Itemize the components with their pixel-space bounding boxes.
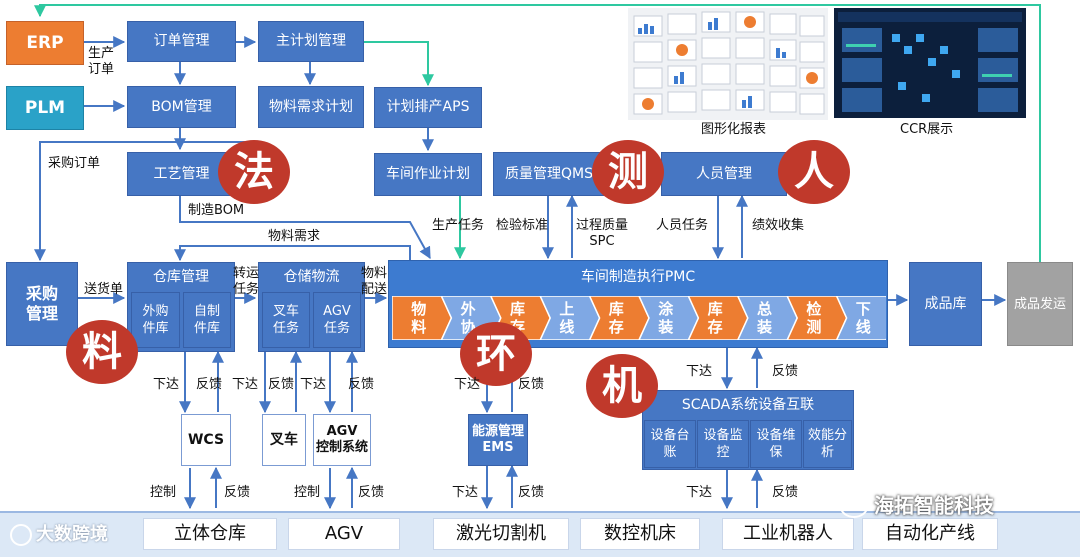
self-made-parts-store-box[interactable]: 自制 件库 xyxy=(183,292,231,348)
feedback-label-wcs-device: 反馈 xyxy=(224,485,251,500)
feedback-label-agv-device: 反馈 xyxy=(358,485,385,500)
pmc-stage-label: 库 存 xyxy=(707,300,723,336)
ccr-display-caption: CCR展示 xyxy=(900,122,954,137)
pmc-stage-label: 上 线 xyxy=(559,300,575,336)
ems-box[interactable]: 能源管理 EMS xyxy=(468,414,528,466)
device-stereo-warehouse[interactable]: 立体仓库 xyxy=(143,518,277,550)
watermark-right-text: 海拓智能科技 xyxy=(874,493,994,518)
equipment-monitoring-box[interactable]: 设备监控 xyxy=(697,420,749,468)
pmc-stage-chevron xyxy=(736,296,799,340)
pmc-stage-chevron xyxy=(687,296,749,340)
pmc-stage-chevron xyxy=(539,296,601,340)
mrp-box[interactable]: 物料需求计划 xyxy=(258,86,364,128)
watermark-logo-icon xyxy=(10,524,32,546)
feedback-label-scada-device: 反馈 xyxy=(772,485,799,500)
issue-label-agv: 下达 xyxy=(300,377,327,392)
order-management-box[interactable]: 订单管理 xyxy=(127,21,236,62)
delivery-note-label: 送货单 xyxy=(84,282,124,297)
watermark-left-text: 大数跨境 xyxy=(36,524,108,545)
pmc-stage-chevron xyxy=(835,296,886,340)
process-quality-spc-label: 过程质量 SPC xyxy=(576,218,629,249)
purchase-order-label: 采购订单 xyxy=(48,156,101,171)
pmc-stage-label: 总 装 xyxy=(756,300,772,336)
issue-label-scada: 下达 xyxy=(686,364,713,379)
watermark-right: 海拓智能科技 xyxy=(840,496,994,518)
personnel-circle: 人 xyxy=(778,140,850,204)
pmc-stage-label: 涂 装 xyxy=(658,300,674,336)
production-task-label: 生产任务 xyxy=(432,218,485,233)
workshop-plan-box[interactable]: 车间作业计划 xyxy=(374,153,482,196)
hr-management-box[interactable]: 人员管理 xyxy=(661,152,787,196)
forklift-box[interactable]: 叉车 xyxy=(262,414,306,466)
device-cnc-machine[interactable]: 数控机床 xyxy=(580,518,700,550)
pmc-stage-chevron xyxy=(588,296,650,340)
control-label-wcs: 控制 xyxy=(150,485,177,500)
material-demand-label: 物料需求 xyxy=(268,229,321,244)
material-circle: 料 xyxy=(66,320,138,384)
wcs-box[interactable]: WCS xyxy=(181,414,231,466)
wechat-icon xyxy=(840,496,868,518)
pmc-stage-strip xyxy=(392,296,886,340)
purchase-management-box[interactable]: 采购 管理 xyxy=(6,262,78,346)
material-delivery-label: 物料 配送 xyxy=(361,266,388,297)
graphic-report-image xyxy=(628,8,828,120)
control-label-agv: 控制 xyxy=(294,485,321,500)
device-laser-cutter[interactable]: 激光切割机 xyxy=(433,518,569,550)
device-industrial-robot[interactable]: 工业机器人 xyxy=(722,518,854,550)
asset-ledger-box[interactable]: 设备台账 xyxy=(644,420,696,468)
issue-label-forklift: 下达 xyxy=(232,377,259,392)
machine-circle: 机 xyxy=(586,354,658,418)
feedback-label-scada: 反馈 xyxy=(772,364,799,379)
personnel-task-label: 人员任务 xyxy=(656,218,709,233)
bom-management-box[interactable]: BOM管理 xyxy=(127,86,236,128)
feedback-label-ems-device: 反馈 xyxy=(518,485,545,500)
issue-label-scada-device: 下达 xyxy=(686,485,713,500)
pmc-stage-label: 检 测 xyxy=(806,300,822,336)
agv-control-system-box[interactable]: AGV 控制系统 xyxy=(313,414,371,466)
pmc-stage-label: 物 料 xyxy=(411,300,427,336)
pmc-stage-chevron xyxy=(392,296,453,340)
issue-label-ems: 下达 xyxy=(454,377,481,392)
equipment-maintenance-box[interactable]: 设备维保 xyxy=(750,420,802,468)
qms-box[interactable]: 质量管理QMS xyxy=(493,152,605,196)
feedback-label-agv: 反馈 xyxy=(348,377,375,392)
pmc-stage-chevron xyxy=(786,296,848,340)
issue-label-wcs: 下达 xyxy=(153,377,180,392)
transfer-task-label: 转运 任务 xyxy=(233,266,260,297)
finished-goods-store-box[interactable]: 成品库 xyxy=(909,262,982,346)
environment-circle: 环 xyxy=(460,322,532,386)
pmc-stage-chevron xyxy=(638,296,700,340)
process-management-box[interactable]: 工艺管理 xyxy=(127,152,236,196)
inspection-standard-label: 检验标准 xyxy=(496,218,549,233)
feedback-label-forklift: 反馈 xyxy=(268,377,295,392)
master-plan-box[interactable]: 主计划管理 xyxy=(258,21,364,62)
finished-goods-shipping-box[interactable]: 成品发运 xyxy=(1007,262,1073,346)
forklift-task-box[interactable]: 叉车 任务 xyxy=(262,292,310,348)
watermark-left: 大数跨境 xyxy=(10,524,108,546)
aps-box[interactable]: 计划排产APS xyxy=(374,87,482,128)
issue-label-ems-device: 下达 xyxy=(452,485,479,500)
performance-collection-label: 绩效收集 xyxy=(752,218,805,233)
pmc-stage-label: 库 存 xyxy=(608,300,624,336)
outsourced-parts-store-box[interactable]: 外购 件库 xyxy=(131,292,180,348)
graphic-report-caption: 图形化报表 xyxy=(701,122,767,137)
agv-task-box[interactable]: AGV 任务 xyxy=(313,292,361,348)
measurement-circle: 测 xyxy=(592,140,664,204)
efficiency-analysis-box[interactable]: 效能分析 xyxy=(803,420,852,468)
pmc-stage-label: 下 线 xyxy=(855,300,871,336)
erp-box[interactable]: ERP xyxy=(6,21,84,65)
plm-box[interactable]: PLM xyxy=(6,86,84,130)
device-agv[interactable]: AGV xyxy=(288,518,400,550)
ccr-display-image xyxy=(834,8,1026,118)
method-circle: 法 xyxy=(218,140,290,204)
manufacturing-bom-label: 制造BOM xyxy=(188,203,245,218)
device-automated-line[interactable]: 自动化产线 xyxy=(862,518,998,550)
production-order-label: 生产 订单 xyxy=(88,46,115,77)
feedback-label-ems: 反馈 xyxy=(518,377,545,392)
feedback-label-wcs: 反馈 xyxy=(196,377,223,392)
